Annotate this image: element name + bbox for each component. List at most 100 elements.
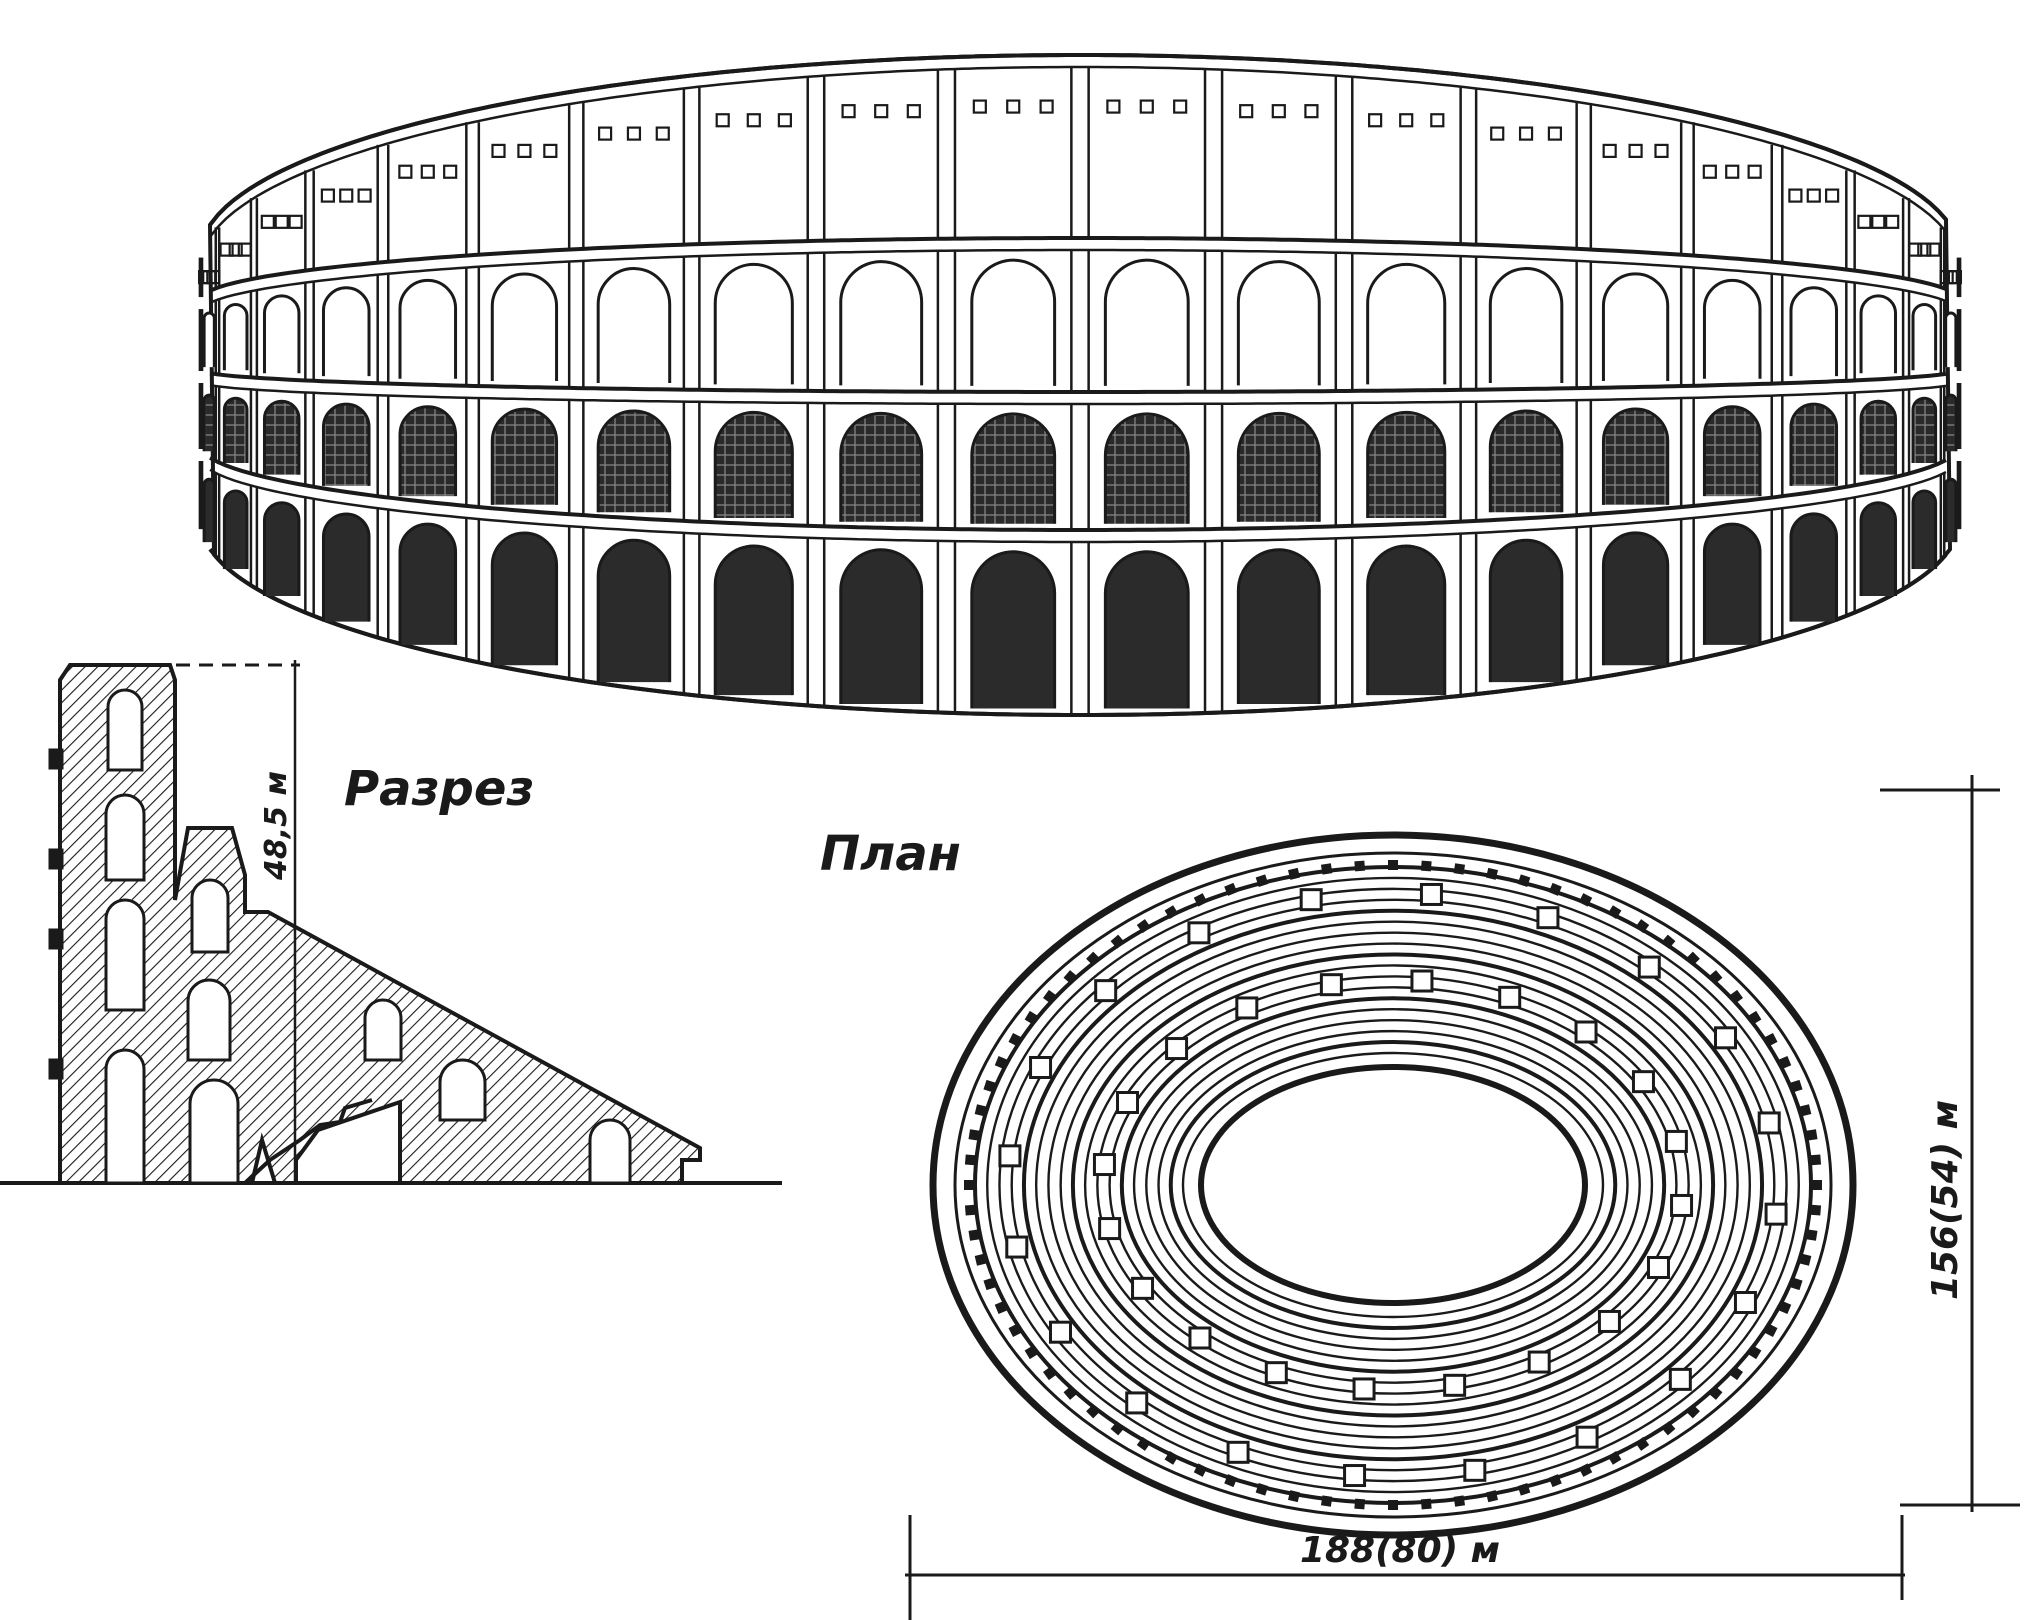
plan-buttress bbox=[1420, 1498, 1432, 1510]
plan-buttress bbox=[1086, 1404, 1101, 1419]
plan-stairwell bbox=[1419, 882, 1443, 906]
plan-seating-ring bbox=[1096, 975, 1690, 1395]
section-ledge bbox=[48, 928, 64, 950]
plan-buttress bbox=[1388, 860, 1398, 870]
plan-buttress bbox=[1661, 1421, 1676, 1436]
facade-arch bbox=[1366, 544, 1447, 696]
facade-arch bbox=[1103, 412, 1190, 524]
section-ledge bbox=[48, 1058, 64, 1080]
plan-buttress bbox=[1810, 1204, 1822, 1216]
facade-arch bbox=[202, 477, 216, 543]
plan-buttress bbox=[1354, 1498, 1366, 1510]
plan-buttress bbox=[1729, 1366, 1744, 1381]
plan-stairwell bbox=[1670, 1193, 1694, 1217]
plan-buttress bbox=[1255, 874, 1269, 887]
plan-stairwell bbox=[1116, 1091, 1140, 1115]
plan-buttress bbox=[1042, 989, 1057, 1004]
plan-seating-ring bbox=[1157, 1029, 1629, 1341]
facade-cornice-4 bbox=[208, 548, 1948, 717]
section-arch-opening bbox=[363, 998, 403, 1062]
plan-buttress bbox=[1320, 863, 1333, 875]
plan-stairwell bbox=[1463, 1458, 1487, 1482]
plan-buttress bbox=[1224, 1474, 1238, 1488]
facade-attic-window bbox=[1702, 164, 1717, 179]
plan-stairwell bbox=[1443, 1373, 1467, 1397]
facade-attic-window bbox=[906, 104, 921, 119]
facade-attic-window bbox=[1654, 143, 1669, 158]
facade-arch bbox=[398, 522, 458, 645]
facade-arch bbox=[1236, 411, 1321, 522]
section-openings bbox=[48, 688, 632, 1185]
facade-arch bbox=[1859, 400, 1898, 475]
plan-stairwell bbox=[1005, 1235, 1029, 1259]
facade-arch bbox=[321, 402, 371, 486]
facade-cornice-lower-0 bbox=[209, 65, 1947, 238]
plan-buttress bbox=[1485, 1490, 1499, 1503]
facade-arch bbox=[202, 393, 216, 452]
facade-attic-window bbox=[1399, 113, 1414, 128]
plan-stairwell bbox=[1235, 996, 1259, 1020]
facade-attic-window bbox=[1518, 126, 1534, 141]
facade-arch bbox=[262, 294, 301, 374]
facade-attic-window bbox=[1871, 214, 1886, 229]
facade-cornice-3 bbox=[209, 456, 1947, 532]
plan-stairwell bbox=[1187, 921, 1211, 945]
plan-buttress bbox=[983, 1277, 997, 1291]
plan-buttress bbox=[1661, 934, 1676, 949]
plan-buttress bbox=[964, 1204, 976, 1216]
plan-buttress bbox=[1764, 1323, 1778, 1338]
plan-seating-ring bbox=[1119, 996, 1667, 1374]
plan-buttress bbox=[1420, 860, 1432, 872]
facade-arch bbox=[398, 278, 458, 379]
plan-seating-ring bbox=[998, 887, 1788, 1483]
plan-buttress bbox=[974, 1253, 987, 1266]
facade-attic-window bbox=[777, 113, 792, 128]
facade-arch bbox=[222, 396, 249, 463]
facade-attic-window bbox=[517, 143, 532, 158]
plan-buttress bbox=[1320, 1495, 1333, 1507]
plan-buttress bbox=[1747, 1345, 1762, 1360]
facade-cornice-lower-3 bbox=[209, 468, 1947, 544]
plan-stairwell bbox=[1029, 1055, 1053, 1079]
facade-attic-window bbox=[1139, 99, 1154, 114]
facade-attic-window bbox=[626, 126, 642, 141]
facade-arch bbox=[1789, 512, 1839, 622]
plan-buttress bbox=[1086, 951, 1101, 966]
facade-attic-window bbox=[715, 113, 730, 128]
plan-stairwell bbox=[1098, 1217, 1122, 1241]
facade-attic-window bbox=[219, 242, 234, 257]
facade-arch bbox=[262, 501, 301, 597]
plan-buttress bbox=[1729, 989, 1744, 1004]
facade-arch bbox=[1944, 311, 1958, 368]
plan-buttress bbox=[1063, 1385, 1078, 1400]
facade-cornice-2 bbox=[209, 371, 1947, 394]
facade-attic-window bbox=[1917, 242, 1932, 257]
plan-seating-ring bbox=[986, 876, 1800, 1494]
facade-attic-window bbox=[1239, 104, 1254, 119]
facade-attic-window bbox=[339, 188, 354, 203]
plan-buttress bbox=[1193, 893, 1208, 907]
plan-buttress bbox=[983, 1079, 997, 1093]
plan-buttress bbox=[994, 1056, 1008, 1070]
plan-outer-wall bbox=[929, 831, 1857, 1539]
plan-buttress bbox=[1008, 1323, 1022, 1338]
plan-buttress bbox=[1806, 1229, 1818, 1241]
plan-seating-ring bbox=[1047, 931, 1739, 1439]
plan-buttress bbox=[1517, 1483, 1531, 1496]
facade-arch bbox=[970, 412, 1057, 524]
plan-buttress bbox=[1453, 1495, 1466, 1507]
plan-seating-ring bbox=[1010, 898, 1776, 1472]
plan-buttress bbox=[1164, 1450, 1179, 1465]
plan-buttress bbox=[1042, 1366, 1057, 1381]
plan-buttress bbox=[1517, 874, 1531, 887]
plan-buttress bbox=[968, 1129, 980, 1141]
section-ledge bbox=[48, 848, 64, 870]
plan-buttress bbox=[1812, 1180, 1822, 1190]
facade-arch bbox=[839, 548, 924, 704]
facade-attic-window bbox=[1430, 113, 1445, 128]
plan-stairwell bbox=[1125, 1391, 1149, 1415]
plan-buttress bbox=[1789, 1079, 1803, 1093]
facade-attic-window bbox=[1926, 242, 1941, 257]
plan-buttress bbox=[1685, 1404, 1700, 1419]
facade-arch bbox=[490, 272, 559, 382]
